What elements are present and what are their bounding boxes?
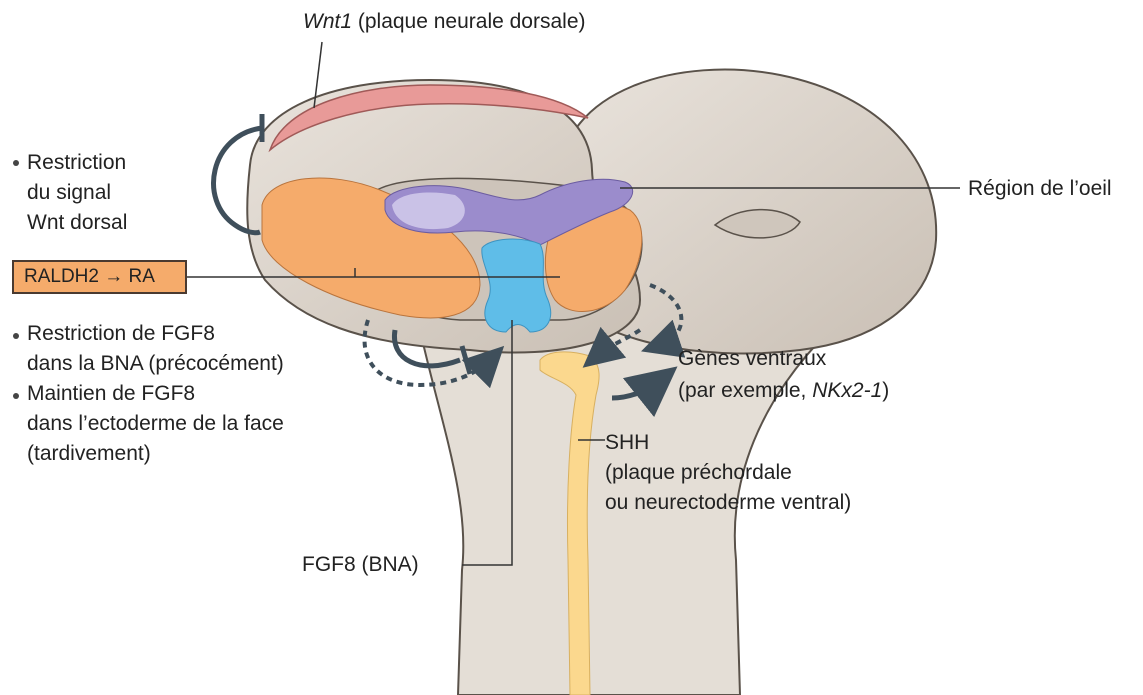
- wnt1-label: Wnt1 (plaque neurale dorsale): [303, 9, 586, 34]
- shh-line-3: ou neurectoderme ventral): [605, 490, 851, 515]
- shh-line-1: SHH: [605, 430, 649, 455]
- ventral-genes-prefix: (par exemple,: [678, 379, 812, 402]
- fgf8-bna-label: FGF8 (BNA): [302, 552, 419, 577]
- fgf8-maintain-line-2: dans l’ectoderme de la face: [27, 411, 284, 436]
- bullet-fgf8-restriction: [13, 333, 19, 339]
- ventral-genes-line-2: (par exemple, NKx2-1): [678, 378, 889, 403]
- shh-line-2: (plaque préchordale: [605, 460, 792, 485]
- raldh2-ra-box: RALDH2 → RA: [12, 260, 187, 294]
- fgf8-restriction-line-1: Restriction de FGF8: [27, 321, 215, 346]
- ventral-genes-suffix: ): [882, 379, 889, 402]
- wnt-restriction-line-1: Restriction: [27, 150, 126, 175]
- wnt1-gene-name: Wnt1: [303, 10, 352, 33]
- wnt-restriction-line-3: Wnt dorsal: [27, 210, 127, 235]
- wnt-restriction-line-2: du signal: [27, 180, 111, 205]
- bullet-fgf8-maintain: [13, 393, 19, 399]
- fgf8-restriction-line-2: dans la BNA (précocément): [27, 351, 284, 376]
- fgf8-domain: [482, 239, 551, 332]
- fgf8-maintain-line-1: Maintien de FGF8: [27, 381, 195, 406]
- wnt1-description: (plaque neurale dorsale): [352, 10, 585, 33]
- nkx2-1-gene-name: NKx2-1: [812, 379, 882, 402]
- bullet-wnt-restriction: [13, 160, 19, 166]
- fgf8-maintain-line-3: (tardivement): [27, 441, 151, 466]
- ventral-genes-line-1: Gènes ventraux: [678, 346, 826, 371]
- eye-region-label: Région de l’oeil: [968, 176, 1112, 201]
